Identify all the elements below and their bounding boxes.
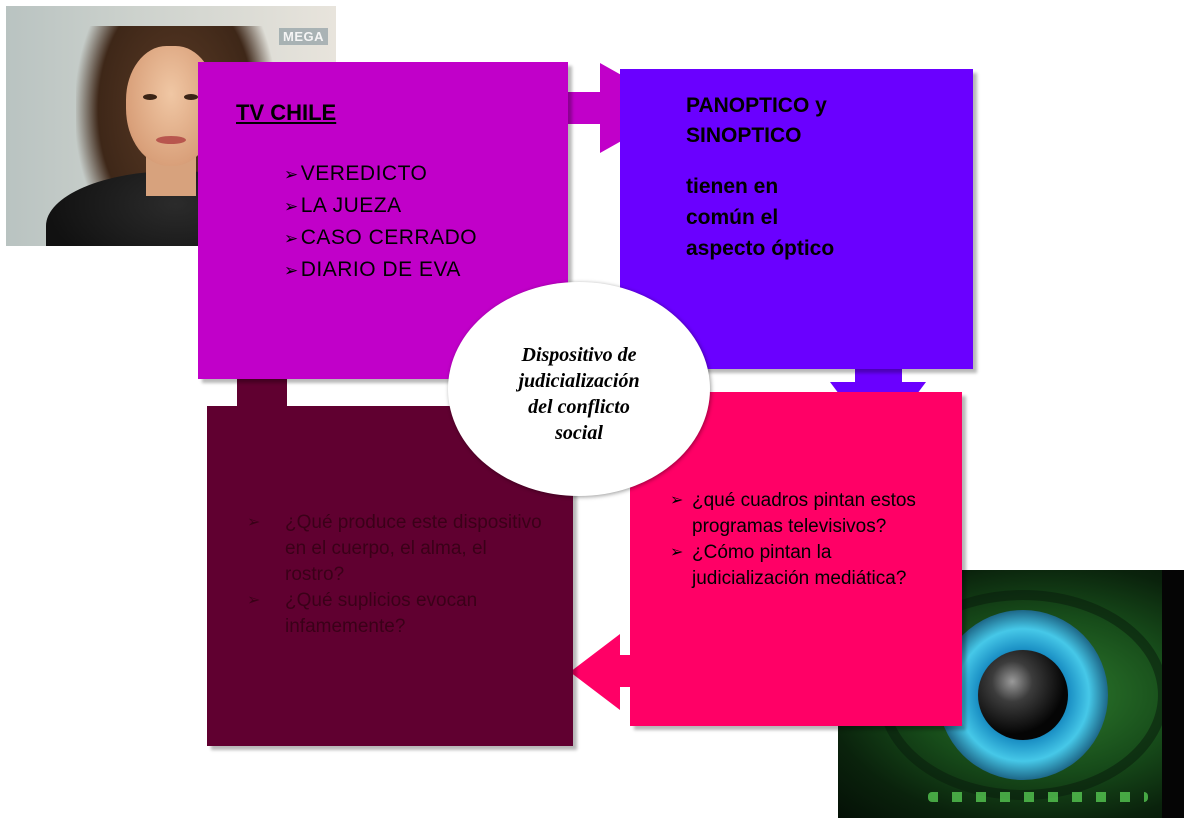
question-item: ¿Qué produce este dispositivo en el cuer… [247, 510, 547, 588]
center-concept-circle: Dispositivo de judicialización del confl… [448, 282, 710, 496]
tv-chile-title: TV CHILE [236, 100, 337, 125]
center-line: social [555, 422, 603, 444]
tv-program-item: LA JUEZA [284, 190, 477, 222]
arrow-left-shape [570, 634, 640, 710]
effects-questions-list: ¿Qué produce este dispositivo en el cuer… [247, 510, 547, 640]
panoptico-body-line: aspecto óptico [686, 237, 835, 260]
panoptico-body-line: común el [686, 206, 779, 229]
panoptico-body-line: tienen en [686, 175, 779, 198]
eye-photo [838, 570, 1184, 818]
channel-logo: MEGA [279, 28, 328, 45]
tv-program-item: CASO CERRADO [284, 222, 477, 254]
center-line: del conflicto [528, 396, 630, 418]
center-line: judicialización [518, 370, 640, 392]
question-item: ¿Cómo pintan la judicialización mediátic… [670, 540, 950, 592]
tv-program-item: DIARIO DE EVA [284, 254, 477, 286]
question-item: ¿qué cuadros pintan estos programas tele… [670, 488, 950, 540]
tv-program-item: VEREDICTO [284, 158, 477, 190]
panoptico-title: PANOPTICO y SINOPTICO [686, 91, 966, 151]
panoptico-title-line: SINOPTICO [686, 124, 802, 147]
panoptico-title-line: PANOPTICO y [686, 94, 827, 117]
painting-questions-list: ¿qué cuadros pintan estos programas tele… [670, 488, 950, 592]
question-item: ¿Qué suplicios evocan infamemente? [247, 588, 547, 640]
panoptico-body: tienen en común el aspecto óptico [686, 171, 946, 264]
tv-program-list: VEREDICTO LA JUEZA CASO CERRADO DIARIO D… [284, 158, 477, 286]
center-line: Dispositivo de [521, 344, 637, 366]
center-concept-text: Dispositivo de judicialización del confl… [448, 342, 710, 446]
